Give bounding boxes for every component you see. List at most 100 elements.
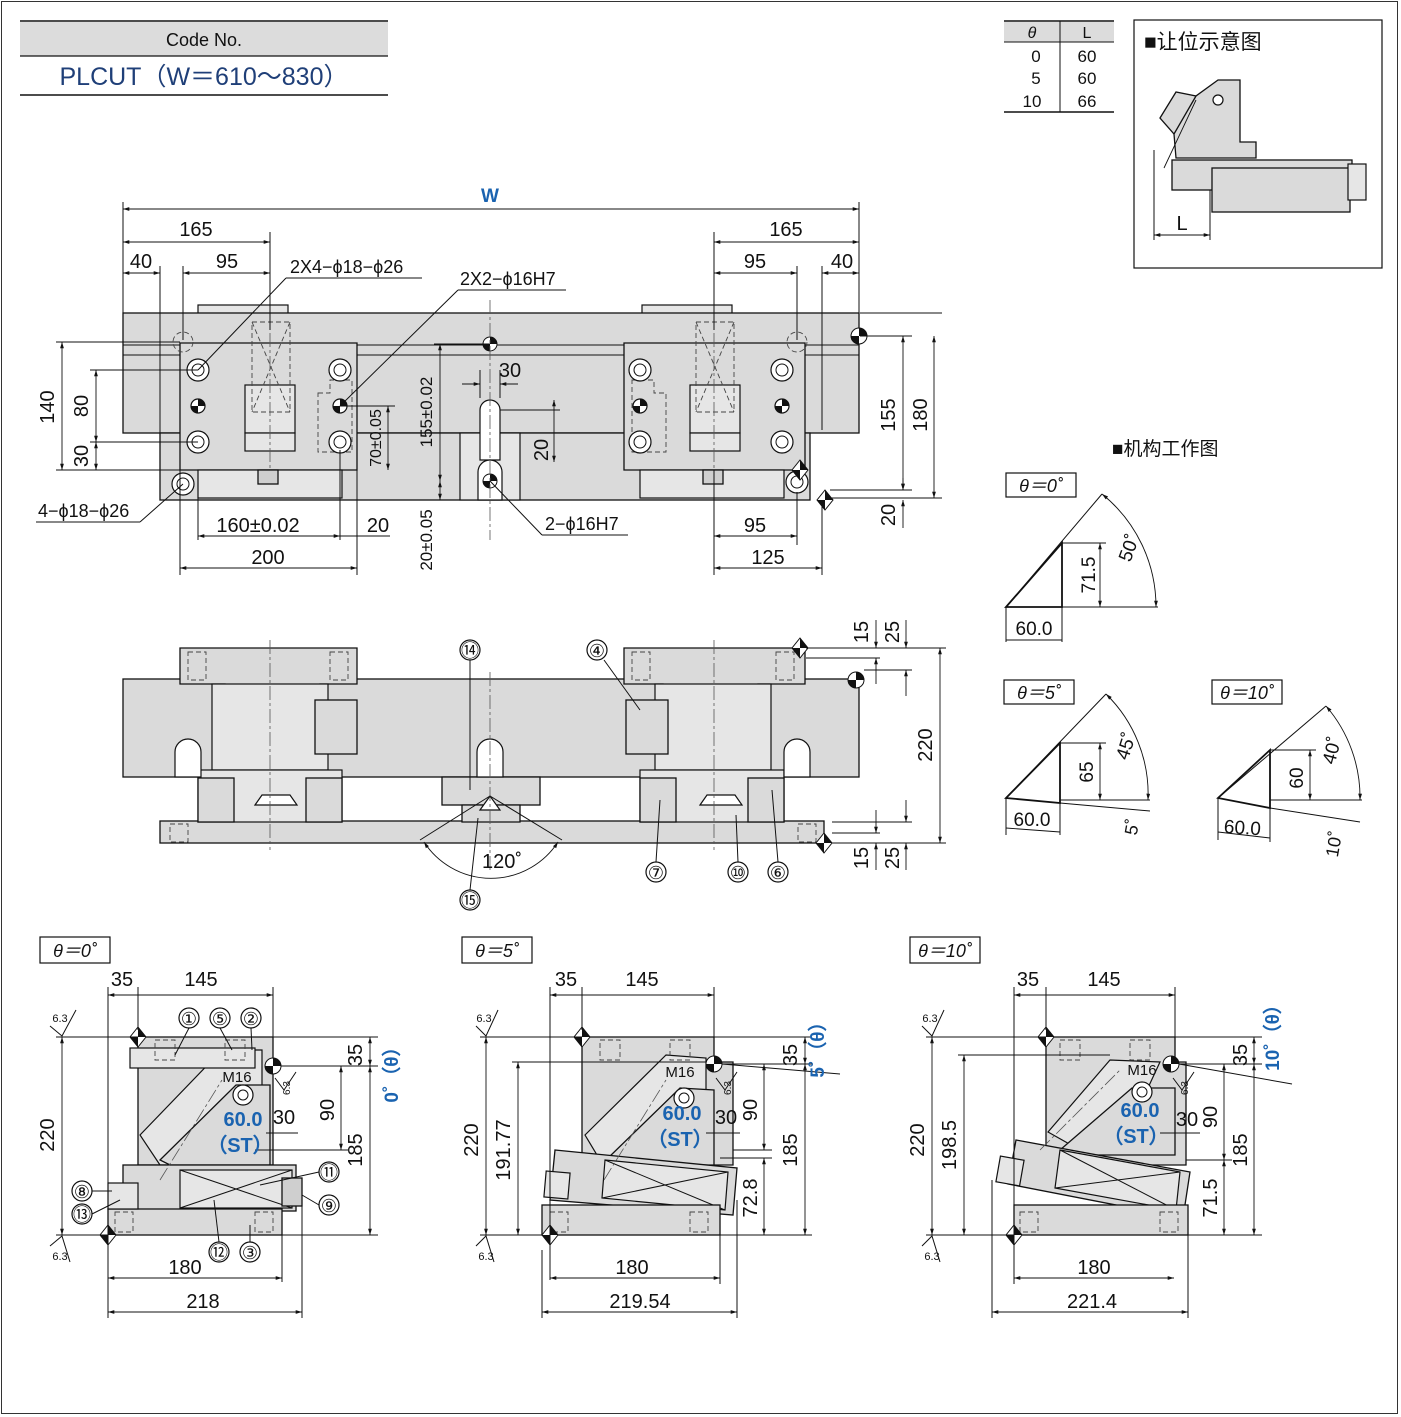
side5-label: θ＝5˚	[475, 941, 520, 961]
side5-stroke: 60.0	[663, 1103, 702, 1125]
side0-m16: M16	[222, 1069, 251, 1086]
mech-5-tilt: 5˚	[1121, 817, 1143, 836]
side-view-theta-0: θ＝0˚ 35 145 220	[37, 936, 403, 1318]
side5-dim-35: 35	[555, 969, 577, 991]
side0-dim-180: 180	[168, 1257, 201, 1279]
mech-5-label: θ＝5˚	[1017, 683, 1062, 703]
theta-l-table: θ L 0 60 5 60 10 66	[1004, 20, 1114, 113]
side5-dim-185: 185	[780, 1133, 802, 1166]
side0-dim-90: 90	[317, 1099, 339, 1121]
dim-95-left: 95	[216, 251, 238, 273]
side5-dim-728: 72.8	[740, 1179, 762, 1218]
side10-rough-bottom: 6.3	[924, 1251, 939, 1263]
dim-20-bottom: 20	[367, 515, 389, 537]
mechanism-diagrams: ■机构工作图 θ＝0˚ 60.0 71.5 50˚ θ＝5˚ 60.0 65 4…	[1003, 438, 1363, 859]
side10-dim-180: 180	[1077, 1257, 1110, 1279]
side10-label: θ＝10˚	[918, 941, 973, 961]
balloon-13: ⑬	[73, 1205, 91, 1225]
top-view: W 165 165 40 95 95 40 2X4−ϕ18−ϕ26 2X2−ϕ1…	[36, 186, 942, 575]
side5-dim-145: 145	[625, 969, 658, 991]
mech-10-label-box	[1211, 679, 1283, 705]
side10-angle: 10˚（θ）	[1261, 995, 1284, 1071]
side10-st: （ST）	[1103, 1125, 1169, 1148]
balloon-2: ②	[243, 1009, 259, 1029]
clearance-title: ■让位示意图	[1144, 31, 1262, 54]
holes-note-1: 2X4−ϕ18−ϕ26	[290, 257, 403, 277]
side5-dim-35r: 35	[780, 1044, 802, 1066]
balloon-9: ⑨	[321, 1196, 337, 1216]
mech-0-label: θ＝0˚	[1019, 476, 1064, 496]
side5-dim-180: 180	[615, 1257, 648, 1279]
side0-dim-30: 30	[273, 1107, 295, 1129]
mech-10-tilt: 10˚	[1322, 829, 1346, 858]
front-view: 15 25 220 15 25 120˚ ⑭ ④ ⑦ ⑩ ⑥ ⑮	[122, 620, 946, 911]
side10-dim-145: 145	[1087, 969, 1120, 991]
dim-70-tol: 70±0.05	[368, 409, 385, 467]
mech-0-angle: 50˚	[1115, 532, 1144, 565]
balloon-14: ⑭	[461, 641, 479, 661]
side5-dim-30: 30	[715, 1107, 737, 1129]
mech-5-base: 60.0	[1014, 810, 1051, 831]
dim-140: 140	[37, 390, 59, 423]
side5-dim-90: 90	[740, 1099, 762, 1121]
side0-dim-185: 185	[345, 1133, 367, 1166]
balloon-12: ⑫	[210, 1243, 228, 1263]
side5-angle: 5˚（θ）	[806, 1012, 829, 1077]
mech-5-height: 65	[1077, 761, 1098, 782]
side5-dim-220: 220	[461, 1123, 483, 1156]
dim-30: 30	[71, 445, 93, 467]
dim-25-top: 25	[882, 621, 904, 643]
dim-30-center: 30	[499, 360, 521, 382]
theta-header: θ	[1028, 25, 1037, 42]
side0-dim-35: 35	[111, 969, 133, 991]
side0-dim-35r: 35	[345, 1044, 367, 1066]
side10-dim-1985: 198.5	[939, 1120, 961, 1170]
side10-dim-220: 220	[907, 1123, 929, 1156]
balloon-8: ⑧	[74, 1182, 90, 1202]
side10-rough-top: 6.3	[922, 1013, 937, 1025]
dim-165-left: 165	[179, 219, 212, 241]
balloon-7: ⑦	[648, 863, 664, 883]
balloon-11: ⑪	[320, 1163, 338, 1183]
side0-dim-145: 145	[184, 969, 217, 991]
code-header: Code No.	[166, 30, 242, 50]
side10-stroke: 60.0	[1121, 1100, 1160, 1122]
dim-w: W	[481, 186, 499, 207]
side10-dim-90: 90	[1200, 1106, 1222, 1128]
side0-rough-bottom: 6.3	[52, 1251, 67, 1263]
side10-dim-30: 30	[1176, 1109, 1198, 1131]
side10-m16: M16	[1127, 1062, 1156, 1079]
balloon-6: ⑥	[770, 863, 786, 883]
dim-40-right: 40	[831, 251, 853, 273]
mech-10-base: 60.0	[1223, 817, 1261, 841]
dim-165-right: 165	[769, 219, 802, 241]
angle-120: 120˚	[482, 851, 522, 873]
side5-dim-21954: 219.54	[609, 1291, 670, 1313]
balloon-3: ③	[242, 1243, 258, 1263]
side0-dim-218: 218	[186, 1291, 219, 1313]
side5-dim-19177: 191.77	[493, 1119, 515, 1180]
table-cell: 0	[1031, 47, 1040, 66]
dim-160-tol: 160±0.02	[216, 515, 299, 537]
dim-180: 180	[910, 398, 932, 431]
side-view-theta-10: θ＝10˚ 35 145 220 198.5	[907, 936, 1293, 1318]
dim-20-center: 20	[531, 439, 553, 461]
side10-dim-715: 71.5	[1200, 1179, 1222, 1218]
l-header: L	[1083, 25, 1092, 42]
mech-10-height: 60	[1287, 767, 1308, 788]
dim-80: 80	[71, 395, 93, 417]
side0-stroke: 60.0	[224, 1109, 263, 1131]
mech-5-label-box	[1003, 679, 1075, 705]
holes-note-4: 2−ϕ16H7	[545, 514, 619, 534]
code-value: PLCUT（W＝610～830）	[60, 63, 349, 91]
side10-rough-mid: 6.3	[1180, 1081, 1191, 1095]
dim-155-tol: 155±0.02	[417, 377, 436, 448]
dim-220: 220	[915, 728, 937, 761]
side0-angle: 0˚（θ）	[380, 1037, 403, 1102]
side10-dim-35r: 35	[1230, 1044, 1252, 1066]
side5-rough-bottom: 6.3	[478, 1251, 493, 1263]
side5-st: （ST）	[647, 1128, 713, 1151]
dim-15-top: 15	[851, 621, 873, 643]
